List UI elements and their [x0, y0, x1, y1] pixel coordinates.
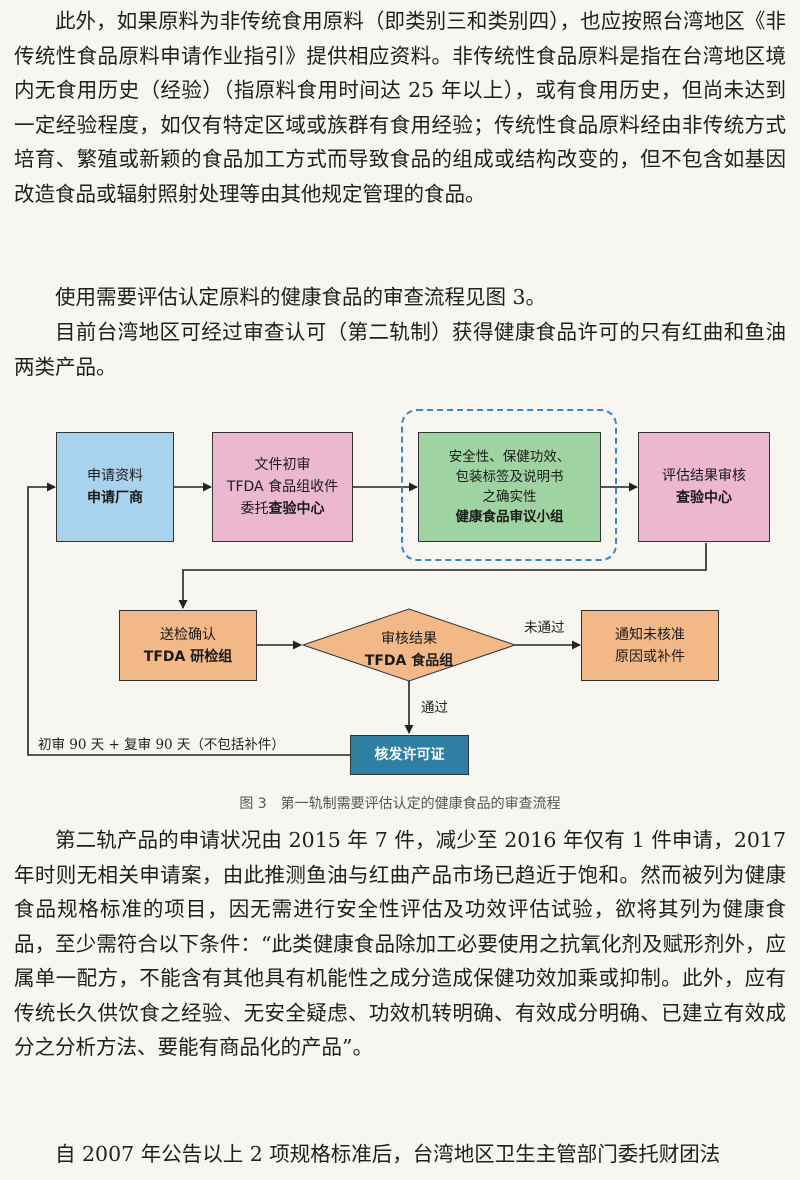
flowchart-connectors — [27, 482, 707, 756]
node-first-review-line2: TFDA 食品组收件 — [226, 479, 339, 495]
node-first-review-line3-prefix: 委托 — [240, 501, 269, 517]
node-committee-line3: 之确实性 — [482, 489, 537, 505]
paragraph-second-track-products: 目前台湾地区可经过审查认可（第二轨制）获得健康食品许可的只有红曲和鱼油两类产品。 — [14, 320, 786, 379]
node-issue-license-label: 核发许可证 — [374, 747, 445, 763]
node-evaluation-line1: 评估结果审核 — [662, 468, 746, 484]
node-decision-line2: TFDA 食品组 — [364, 653, 454, 669]
node-inspection-line2: TFDA 研检组 — [143, 648, 233, 665]
paragraph-application-status: 第二轨产品的申请状况由 2015 年 7 件，减少至 2016 年仅有 1 件申… — [14, 828, 786, 1059]
node-decision: 审核结果 TFDA 食品组 — [303, 618, 515, 682]
paragraph-non-traditional-ingredients: 此外，如果原料为非传统食用原料（即类别三和类别四），也应按照台湾地区《非传统性食… — [14, 9, 786, 206]
node-issue-license: 核发许可证 — [350, 735, 469, 775]
node-application-line1: 申请资料 — [87, 468, 143, 484]
node-application-line2: 申请厂商 — [87, 490, 143, 506]
figure-caption: 图 3 第一轨制需要评估认定的健康食品的审查流程 — [239, 796, 561, 812]
decision-diamond — [301, 608, 517, 682]
node-inspection-line1: 送检确认 — [160, 626, 216, 643]
node-notify: 通知未核准 原因或补件 — [581, 610, 719, 681]
committee-dashed-frame — [401, 409, 617, 561]
node-committee-line4: 健康食品审议小组 — [455, 509, 564, 525]
node-evaluation-line2: 查验中心 — [676, 490, 732, 506]
node-committee-line2: 包装标签及说明书 — [455, 469, 564, 485]
arrow-feedback-loop — [27, 482, 350, 756]
node-committee: 安全性、保健功效、 包装标签及说明书 之确实性 健康食品审议小组 — [418, 432, 601, 542]
node-committee-line1: 安全性、保健功效、 — [448, 449, 571, 465]
paragraph-2007-announcement: 自 2007 年公告以上 2 项规格标准后，台湾地区卫生主管部门委托财团法 — [55, 1142, 721, 1166]
node-evaluation: 评估结果审核 查验中心 — [638, 432, 770, 542]
node-application: 申请资料 申请厂商 — [56, 432, 174, 542]
arrow-evaluation-to-inspection — [178, 543, 707, 609]
node-first-review-line1: 文件初审 — [254, 457, 311, 473]
node-first-review-line3-bold: 查验中心 — [268, 501, 325, 517]
node-first-review-line3: 委托查验中心 — [241, 498, 325, 520]
paragraph-figure-reference: 使用需要评估认定原料的健康食品的审查流程见图 3。 — [55, 285, 547, 309]
node-notify-line1: 通知未核准 — [615, 626, 685, 643]
node-first-review: 文件初审 TFDA 食品组收件 委托查验中心 — [212, 432, 353, 542]
label-pass: 通过 — [421, 700, 448, 716]
label-timeline: 初审 90 天 + 复审 90 天（不包括补件） — [38, 737, 285, 753]
node-inspection: 送检确认 TFDA 研检组 — [119, 610, 257, 681]
node-notify-line2: 原因或补件 — [615, 648, 685, 665]
node-decision-line1: 审核结果 — [381, 631, 437, 647]
label-fail: 未通过 — [524, 620, 565, 636]
